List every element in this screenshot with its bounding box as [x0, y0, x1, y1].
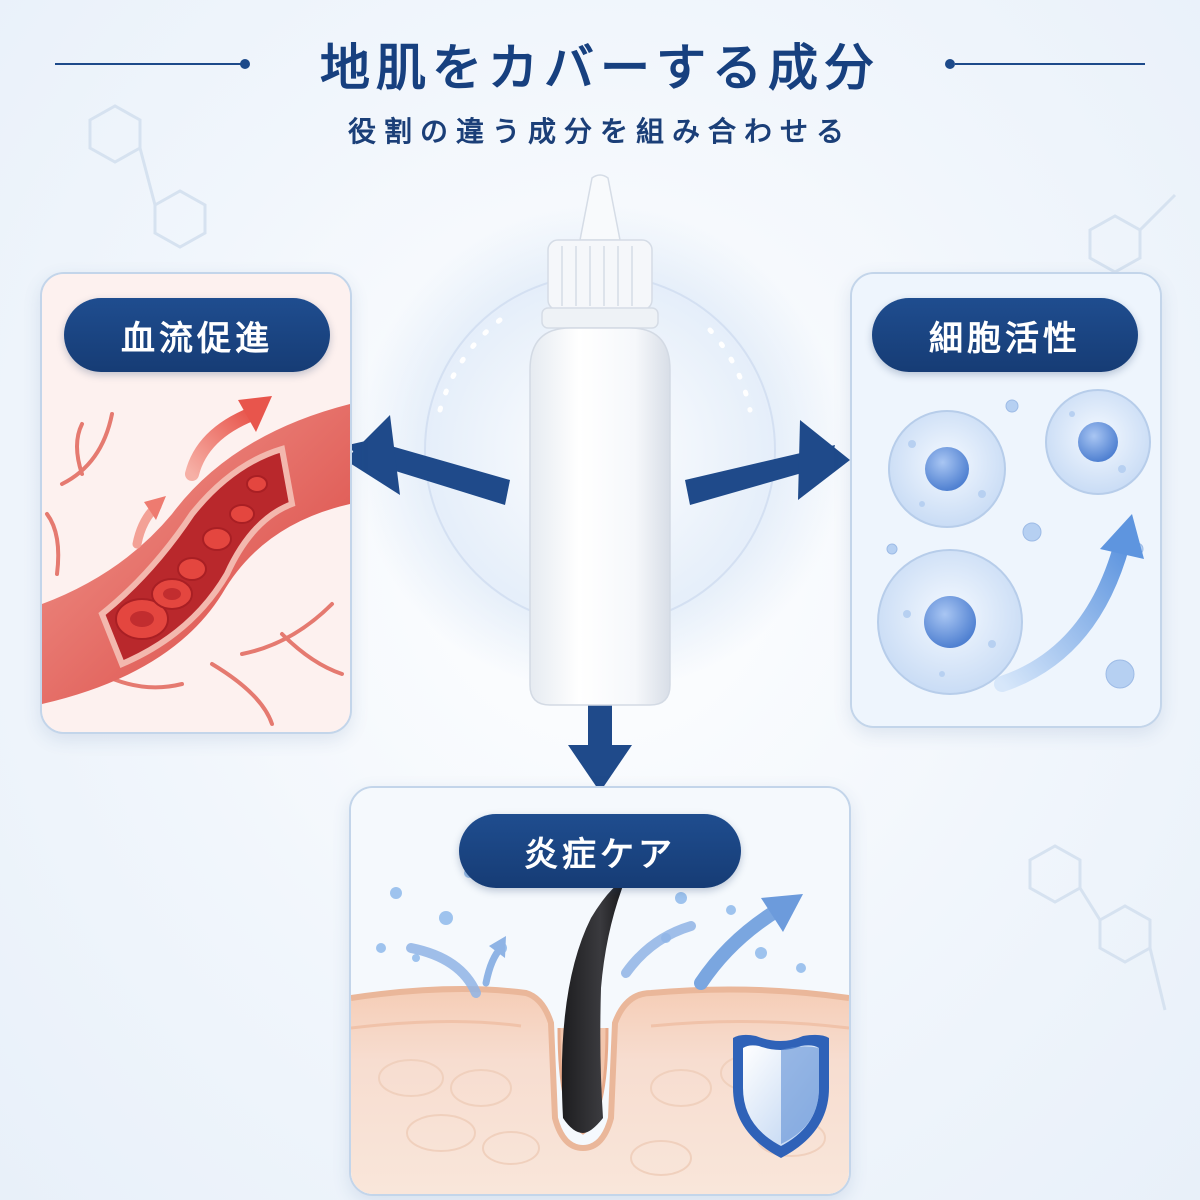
- title-rule-right: [955, 63, 1145, 65]
- dropper-bottle-icon: [529, 174, 671, 706]
- card-inflammation-care: 炎症ケア: [349, 786, 851, 1196]
- title-dot-left: [240, 59, 250, 69]
- label-cell-activation: 細胞活性: [872, 298, 1138, 372]
- arrow-to-blood-flow: [345, 415, 510, 505]
- title-rule-left: [55, 63, 245, 65]
- arrow-to-cell-activation: [685, 420, 850, 505]
- label-blood-flow: 血流促進: [64, 298, 330, 372]
- page-subtitle: 役割の違う成分を組み合わせる: [347, 115, 852, 148]
- title-dot-right: [945, 59, 955, 69]
- product-hub: [345, 174, 850, 792]
- label-inflammation-care: 炎症ケア: [459, 814, 741, 888]
- arrow-to-inflammation-care: [568, 705, 632, 792]
- shield-icon: [733, 1034, 829, 1158]
- page-title: 地肌をカバーする成分: [320, 39, 880, 97]
- card-cell-activation: 細胞活性: [850, 272, 1162, 728]
- card-blood-flow: 血流促進: [40, 272, 352, 734]
